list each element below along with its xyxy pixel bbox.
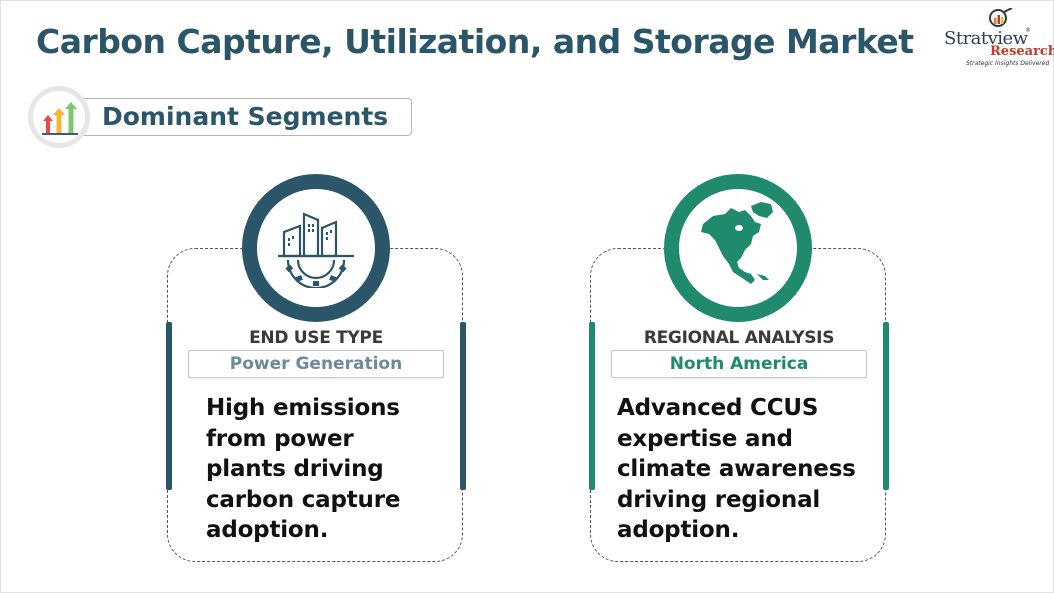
magnifier-chart-icon bbox=[989, 8, 1013, 27]
growth-arrows-icon bbox=[42, 102, 78, 135]
card-value: North America bbox=[611, 350, 867, 378]
buildings-gear-icon bbox=[278, 212, 354, 288]
section-label-box bbox=[70, 98, 412, 136]
description-line: Advanced CCUS bbox=[617, 395, 819, 421]
description-line: from power bbox=[206, 425, 354, 452]
card-accent-bar-left bbox=[589, 322, 595, 490]
stratview-logo: Stratview ® Research Strategic Insights … bbox=[942, 8, 1054, 70]
logo-registered-mark: ® bbox=[1025, 27, 1031, 34]
description-line: carbon capture bbox=[206, 486, 401, 513]
description-line: plants driving bbox=[206, 456, 384, 482]
card-category: REGIONAL ANALYSIS bbox=[643, 328, 835, 348]
region-icon-ring bbox=[664, 174, 812, 322]
description-line: climate awareness bbox=[617, 456, 856, 482]
card-accent-bar-left bbox=[166, 322, 172, 490]
card-accent-bar-right bbox=[460, 322, 466, 490]
north-america-map-icon bbox=[701, 202, 773, 284]
description-line: High emissions bbox=[206, 395, 400, 421]
description-line: adoption. bbox=[617, 517, 740, 543]
section-label: Dominant Segments bbox=[102, 102, 389, 131]
logo-brand: Stratview bbox=[944, 28, 1028, 49]
description-line: expertise and bbox=[617, 425, 793, 452]
card-description: Advanced CCUS expertise and climate awar… bbox=[617, 393, 879, 546]
logo-tagline: Strategic Insights Delivered bbox=[966, 60, 1050, 67]
description-line: adoption. bbox=[206, 517, 329, 543]
page-title: Carbon Capture, Utilization, and Storage… bbox=[36, 22, 914, 61]
logo-research: Research bbox=[990, 44, 1054, 59]
section-badge bbox=[28, 86, 90, 148]
card-value: Power Generation bbox=[188, 350, 444, 378]
description-line: driving regional bbox=[617, 486, 821, 513]
card-description: High emissions from power plants driving… bbox=[206, 393, 446, 546]
end-use-icon-ring bbox=[242, 174, 390, 322]
card-accent-bar-right bbox=[883, 322, 889, 490]
card-category: END USE TYPE bbox=[249, 328, 383, 348]
